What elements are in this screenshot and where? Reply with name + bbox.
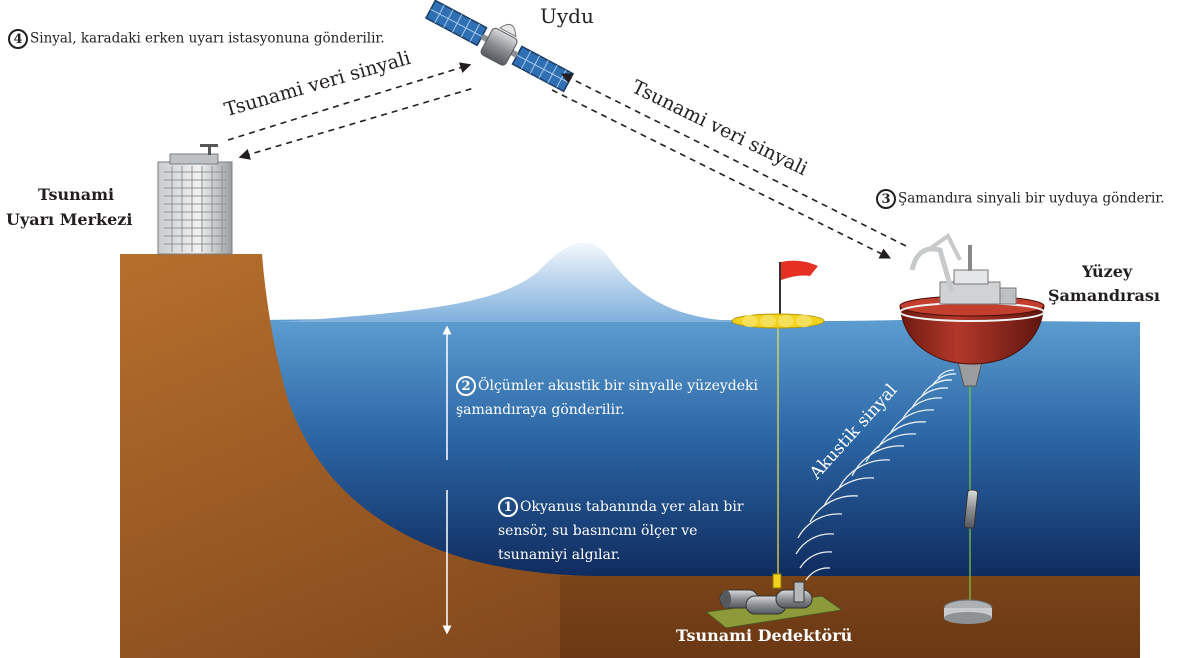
data-signal-arrows-right bbox=[551, 73, 907, 259]
step-4-number: 4 bbox=[8, 28, 28, 49]
warning-center-label-line1: Tsunami bbox=[38, 185, 115, 204]
buoy-label-line2: Şamandırası bbox=[1048, 286, 1160, 305]
detector-label: Tsunami Dedektörü bbox=[676, 626, 853, 645]
surface-buoy-icon bbox=[899, 233, 1045, 600]
acoustic-signal-waves bbox=[795, 369, 957, 581]
step-4-text: Sinyal, karadaki erken uyarı istasyonuna… bbox=[30, 30, 385, 47]
data-signal-arrows-left bbox=[227, 62, 475, 160]
tsunami-detector-icon bbox=[704, 573, 844, 629]
step-3-number: 3 bbox=[876, 188, 896, 209]
step-2-text: Ölçümler akustik bir sinyalle yüzeydeki … bbox=[456, 378, 758, 418]
seabed bbox=[560, 576, 1140, 658]
step-3-text: Şamandıra sinyali bir uyduya gönderir. bbox=[898, 190, 1165, 207]
land-cliff bbox=[120, 254, 1140, 658]
step-1-text: Okyanus tabanında yer alan bir sensör, s… bbox=[498, 499, 744, 563]
buoy-label-line1: Yüzey bbox=[1082, 262, 1133, 281]
warning-center-building-icon bbox=[157, 144, 233, 255]
ocean bbox=[260, 319, 1140, 579]
step-2-number: 2 bbox=[456, 376, 476, 396]
warning-center-label-line2: Uyarı Merkezi bbox=[6, 210, 133, 229]
marker-float-icon bbox=[731, 260, 825, 580]
tsunameter-cable-sensor-icon bbox=[943, 489, 993, 624]
tsunami-wave bbox=[278, 242, 760, 322]
step-1-number: 1 bbox=[498, 497, 518, 517]
satellite-label: Uydu bbox=[540, 4, 594, 28]
